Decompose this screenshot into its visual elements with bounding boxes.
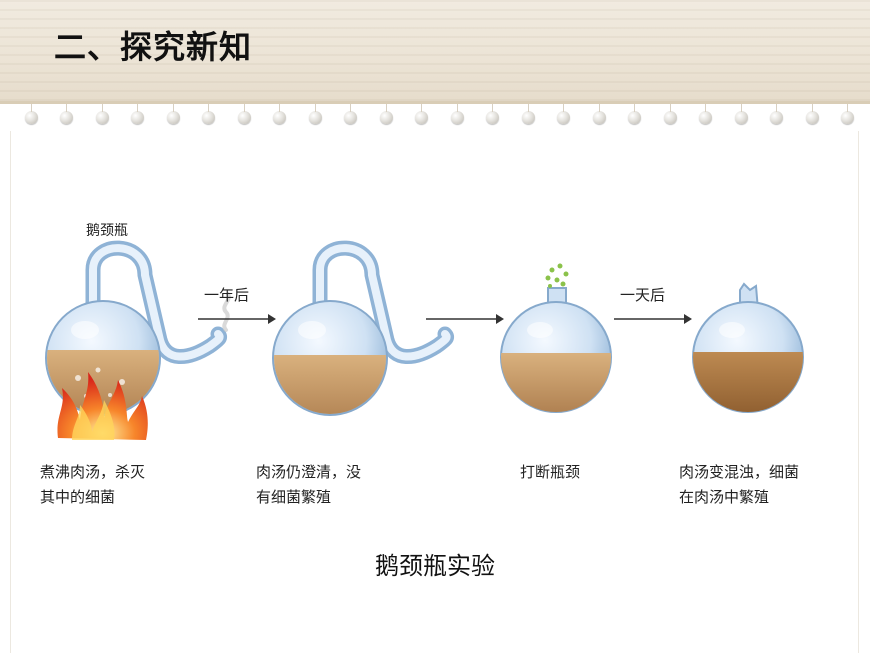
flask-illustration xyxy=(45,240,804,440)
ring-dot xyxy=(628,104,641,124)
step-caption-1: 煮沸肉汤，杀灭 其中的细菌 xyxy=(40,463,146,506)
ring-dot xyxy=(593,104,606,124)
ring-dot xyxy=(806,104,819,124)
ring-dot xyxy=(522,104,535,124)
ring-dot xyxy=(238,104,251,124)
ring-dot xyxy=(25,104,38,124)
ring-dot xyxy=(486,104,499,124)
ring-dot xyxy=(60,104,73,124)
ring-dot xyxy=(344,104,357,124)
ring-dot xyxy=(664,104,677,124)
ring-dot xyxy=(699,104,712,124)
flask-clear-broth xyxy=(272,240,454,416)
airborne-microbes xyxy=(545,263,569,288)
ring-dot xyxy=(96,104,109,124)
arrow-label-3: 一天后 xyxy=(620,286,666,304)
swan-neck-flask-figure: 鹅颈瓶 一年后 一天后 煮沸肉汤，杀灭 其中的细菌 肉汤仍澄清，没 有细菌繁殖 … xyxy=(0,200,870,530)
ring-dot xyxy=(415,104,428,124)
arrow-label-1: 一年后 xyxy=(204,286,250,304)
step-caption-2: 肉汤仍澄清，没 有细菌繁殖 xyxy=(256,463,362,506)
ring-dot xyxy=(451,104,464,124)
ring-dot xyxy=(309,104,322,124)
steam xyxy=(222,292,231,332)
page-margin-right xyxy=(858,131,859,653)
ring-dot xyxy=(167,104,180,124)
page-margin-left xyxy=(10,131,11,653)
arrow-break-neck xyxy=(426,314,504,324)
arrow-one-year xyxy=(198,314,276,324)
ring-dot xyxy=(770,104,783,124)
flame xyxy=(57,372,148,440)
slide-title: 二、探究新知 xyxy=(54,28,253,66)
slide-header: 二、探究新知 xyxy=(0,0,870,104)
ring-dot xyxy=(380,104,393,124)
step-caption-4: 肉汤变混浊，细菌 在肉汤中繁殖 xyxy=(679,463,800,506)
flask-name-label: 鹅颈瓶 xyxy=(86,223,128,239)
notebook-rings xyxy=(0,104,870,131)
flask-broken-neck xyxy=(500,263,612,413)
ring-dot xyxy=(735,104,748,124)
ring-dot xyxy=(557,104,570,124)
flask-cloudy-broth xyxy=(692,282,804,413)
ring-dot xyxy=(202,104,215,124)
step-caption-3: 打断瓶颈 xyxy=(520,463,581,481)
ring-dot xyxy=(273,104,286,124)
arrow-one-day xyxy=(614,314,692,324)
figure-caption: 鹅颈瓶实验 xyxy=(375,552,495,580)
ring-dot xyxy=(841,104,854,124)
ring-dot xyxy=(131,104,144,124)
